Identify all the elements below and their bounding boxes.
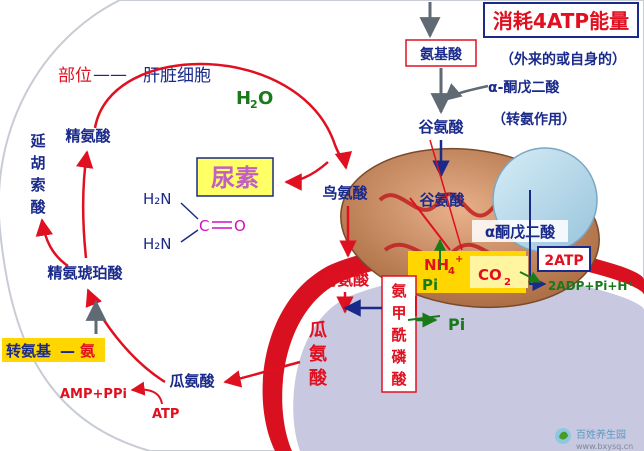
cp-char-1: 甲 [391, 304, 406, 322]
location-organ: 肝脏细胞 [143, 66, 211, 86]
urea-bond-top [180, 202, 199, 220]
source-note: （外来的或自身的） [500, 51, 626, 68]
glutamate: 谷氨酸 [418, 118, 464, 136]
glutamate-mito: 谷氨酸 [419, 191, 465, 209]
transamino-label: 转氨基 [6, 342, 52, 360]
location-dash: —— [93, 65, 127, 85]
pi-green: Pi [448, 315, 465, 334]
citrulline-char-0: 瓜 [309, 320, 327, 341]
alpha-ketoglutarate: α-酮戊二酸 [488, 79, 560, 96]
fumarate-char-3: 酸 [30, 198, 46, 216]
transamination-note: （转氨作用） [492, 111, 576, 128]
arrow-citrulline-out [223, 360, 301, 388]
arrow-argsucc-to-arginine [75, 150, 94, 259]
mito-red-line-2 [429, 139, 463, 251]
transamino-dash: — [60, 342, 75, 360]
urea-label: 尿素 [211, 164, 259, 192]
arrow-argsucc-to-fumarate [35, 218, 69, 268]
ornithine-top: 鸟氨酸 [322, 184, 368, 202]
arginine: 精氨酸 [65, 127, 111, 145]
arrow-to-urea [284, 161, 329, 191]
cp-char-3: 磷 [391, 348, 407, 366]
watermark-url: www.bxysq.cn [576, 442, 633, 451]
nh4-label: NH [424, 256, 449, 274]
urea-bond-bottom [180, 229, 199, 243]
akg-mito-bg [472, 220, 568, 242]
co2-box [470, 256, 528, 288]
co2-label: CO [478, 266, 502, 284]
amino-acid-box [405, 39, 477, 67]
fumarate-char-2: 索 [30, 176, 45, 194]
atp2-box [537, 246, 591, 272]
amino-acid: 氨基酸 [420, 46, 463, 63]
watermark: 百姓养生园 www.bxysq.cn [555, 428, 633, 451]
arginosuccinate: 精氨琥珀酸 [47, 264, 123, 282]
arrow-akg-join [443, 83, 489, 102]
ornithine-mito: 鸟氨酸 [321, 270, 370, 289]
pi-green-arrow [407, 315, 441, 321]
amp-ppi: AMP+PPi [60, 387, 127, 402]
fumarate-char-1: 胡 [30, 154, 45, 172]
pi-yellow: Pi [422, 276, 438, 294]
nh4-sub: 4 [448, 266, 455, 277]
cp-char-0: 氨 [391, 282, 406, 300]
watermark-leaf [559, 431, 568, 440]
cp-char-4: 酸 [391, 370, 407, 388]
energy-title-box [483, 2, 639, 38]
watermark-name: 百姓养生园 [576, 428, 626, 441]
arrow-atp-consumption [130, 381, 163, 405]
citrulline-cytosol: 瓜氨酸 [169, 372, 215, 390]
arc-arginine-to-ornithine [93, 62, 353, 170]
carbamoyl-phosphate-box [381, 275, 417, 393]
energy-title: 消耗4ATP能量 [493, 9, 629, 33]
urea-h2n-top: H₂N [143, 190, 172, 208]
water-sub: 2 [250, 98, 258, 111]
urea-c: C [199, 217, 209, 235]
urea-h2n-bottom: H₂N [143, 235, 172, 253]
co2-sub: 2 [504, 277, 511, 288]
location-prefix: 部位 [58, 66, 92, 86]
transamino-box [2, 338, 105, 362]
atp: ATP [152, 407, 179, 422]
transamino-amino: 氨 [80, 342, 95, 360]
citrulline-char-1: 氨 [309, 343, 327, 365]
adp-products: 2ADP+Pi+H⁺ [548, 279, 634, 293]
cp-char-2: 酰 [391, 326, 406, 344]
fumarate-char-0: 延 [29, 132, 46, 150]
nh4-sup: + [455, 254, 463, 265]
water-h: H [236, 88, 251, 109]
urea-o: O [234, 217, 246, 235]
inner-compartment-fill [293, 274, 644, 451]
atp-consumption-line [529, 190, 547, 291]
urea-box [196, 157, 274, 197]
alpha-kg-mito: α酮戊二酸 [485, 223, 556, 241]
water-o: O [258, 88, 273, 109]
atp2-label: 2ATP [544, 253, 583, 269]
citrulline-char-2: 酸 [309, 367, 328, 389]
arrow-to-adp [519, 271, 542, 283]
